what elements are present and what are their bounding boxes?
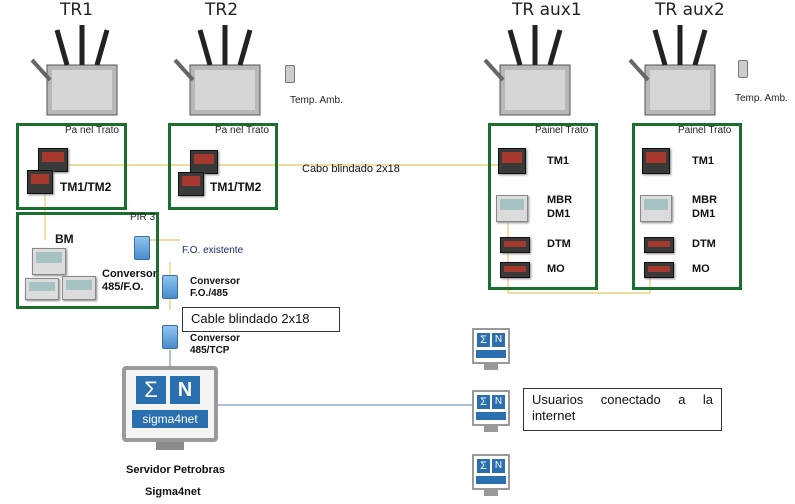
tm1-tm2-label: TM1/TM2 <box>60 180 112 194</box>
server-logo-text: sigma4net <box>132 410 208 428</box>
temp-amb-label-1: Temp. Amb. <box>290 95 343 106</box>
tr-aux1-title: TR aux1 <box>512 0 582 20</box>
dtm-label: DTM <box>692 238 716 250</box>
transformer-tr1-icon <box>30 25 118 116</box>
relay-icon <box>25 278 59 300</box>
relay-icon <box>62 276 96 300</box>
monitor-stand <box>484 490 498 496</box>
panel-label: Pa nel Trato <box>215 125 269 136</box>
server-name: Servidor Petrobras <box>126 464 226 476</box>
panel-label: Painel Trato <box>535 125 589 136</box>
transformer-aux1-icon <box>483 25 571 116</box>
temp-amb-label-2: Temp. Amb. <box>735 93 788 104</box>
cable-callout: Cable blindado 2x18 <box>182 307 340 332</box>
fo-existente-label: F.O. existente <box>182 245 244 256</box>
panel-pir3 <box>16 212 159 309</box>
transformer-aux2-icon <box>628 25 716 116</box>
meter-icon <box>644 262 674 278</box>
meter-icon <box>642 148 670 174</box>
panel-trafo-aux1 <box>488 123 598 290</box>
server-app: Sigma4net <box>145 486 201 498</box>
tm1-label: TM1 <box>692 155 714 167</box>
transformer-tr2-icon <box>173 25 261 116</box>
monitor-stand <box>484 426 498 432</box>
relay-icon <box>496 195 528 222</box>
converter-icon <box>162 325 178 349</box>
tr2-title: TR2 <box>205 0 239 20</box>
bm-device-icon <box>32 248 66 275</box>
dtm-label: DTM <box>547 238 571 250</box>
tm1-label: TM1 <box>547 155 569 167</box>
meter-icon <box>38 148 68 172</box>
users-callout: Usuarios conectado a la internet <box>523 388 722 431</box>
panel-label: Painel Trato <box>678 125 732 136</box>
tr-aux2-title: TR aux2 <box>655 0 725 20</box>
mo-label: MO <box>692 263 710 275</box>
server-monitor-icon: Σ N sigma4net <box>122 366 218 442</box>
cabo-blindado-label: Cabo blindado 2x18 <box>302 163 400 175</box>
panel-trafo-aux2 <box>632 123 742 290</box>
meter-icon <box>27 170 53 194</box>
pir-label: PIR 3 <box>130 212 156 223</box>
meter-icon <box>190 150 218 174</box>
meter-icon <box>500 237 530 253</box>
tm1-tm2-label: TM1/TM2 <box>210 180 262 194</box>
monitor-stand <box>484 364 498 370</box>
monitor-stand <box>156 442 184 450</box>
meter-icon <box>644 237 674 253</box>
meter-icon <box>500 262 530 278</box>
tr1-title: TR1 <box>60 0 94 20</box>
panel-trafo-tr1 <box>16 123 127 210</box>
mbr-dm1-label: MBR DM1 <box>547 194 573 220</box>
mo-label: MO <box>547 263 565 275</box>
bm-label: BM <box>55 232 74 246</box>
meter-icon <box>178 172 204 196</box>
panel-trafo-tr2 <box>168 123 278 210</box>
mbr-dm1-label: MBR DM1 <box>692 194 718 220</box>
conv-485-tcp-label: Conversor 485/TCP <box>190 333 241 356</box>
client-monitor-icon: Σ N <box>472 454 510 490</box>
converter-icon <box>134 236 150 260</box>
conv-485-fo-label: Conversor 485/F.O. <box>102 268 158 293</box>
relay-icon <box>640 195 672 222</box>
conv-fo-485-label: Conversor F.O./485 <box>190 276 241 299</box>
client-monitor-icon: Σ N <box>472 328 510 364</box>
meter-icon <box>498 148 526 174</box>
temp-sensor-icon <box>738 60 748 78</box>
temp-sensor-icon <box>285 65 295 83</box>
converter-icon <box>162 275 178 299</box>
client-monitor-icon: Σ N <box>472 390 510 426</box>
panel-label: Pa nel Trato <box>65 125 119 136</box>
